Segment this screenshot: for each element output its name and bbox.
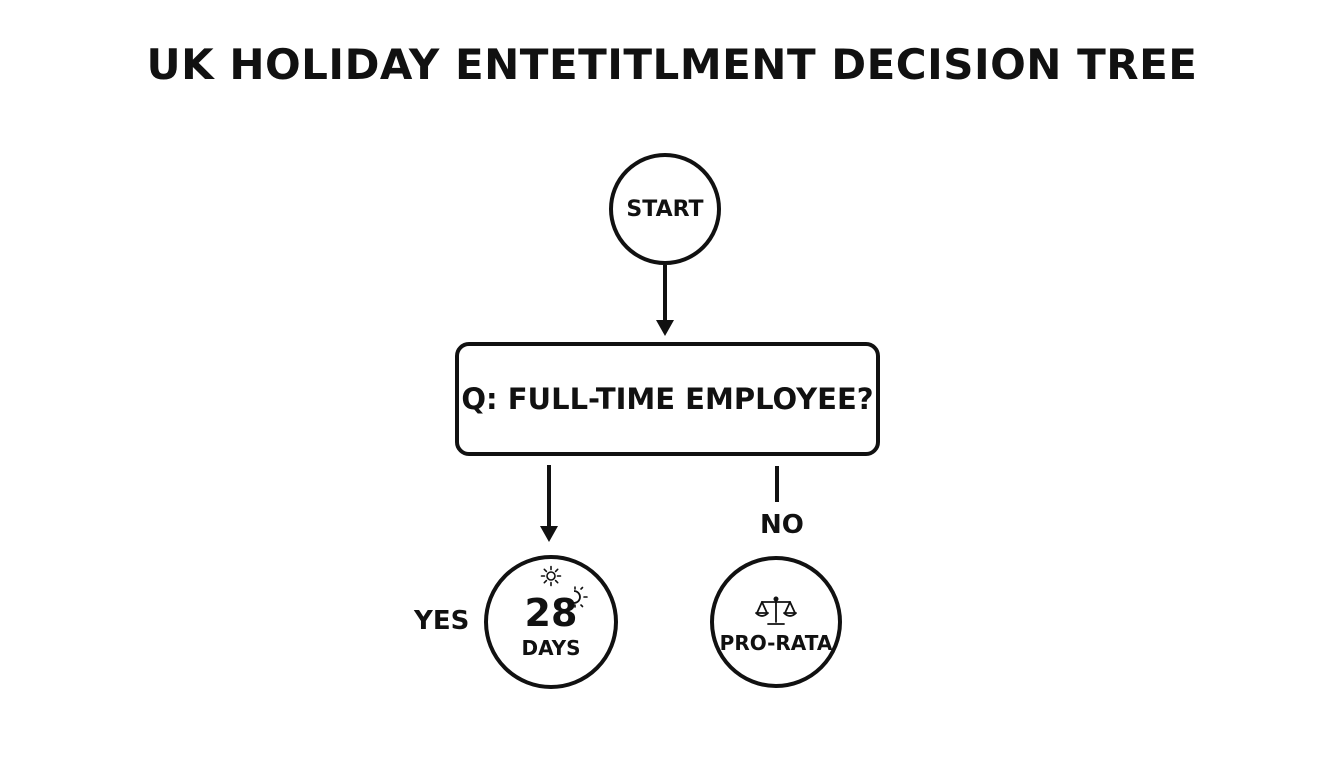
days-unit: DAYS [521, 636, 581, 660]
sun-icon [540, 565, 562, 587]
yes-branch-arrow [540, 465, 558, 542]
question-node: Q: FULL-TIME EMPLOYEE? [455, 342, 880, 456]
scales-icon [755, 596, 797, 625]
start-to-question-arrow [656, 265, 674, 336]
yes-outcome-node: 28 DAYS [484, 555, 618, 689]
no-branch-label: NO [760, 510, 804, 540]
days-number: 28 [524, 591, 578, 635]
partial-sun-icon [573, 586, 588, 608]
prorata-label: PRO-RATA [719, 631, 833, 655]
no-outcome-node: PRO-RATA [710, 556, 842, 688]
diagram-title: UK HOLIDAY ENTETITLMENT DECISION TREE [146, 40, 1198, 89]
question-label: Q: FULL-TIME EMPLOYEE? [461, 382, 874, 416]
yes-branch-label: YES [414, 606, 470, 636]
start-label: START [626, 196, 704, 222]
start-node: START [609, 153, 721, 265]
